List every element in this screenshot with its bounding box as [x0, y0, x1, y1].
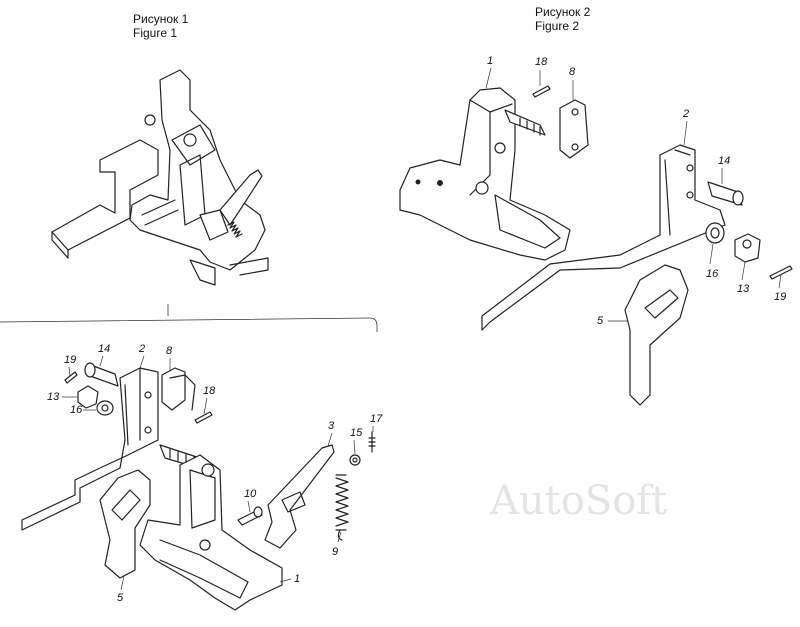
figure2-assembly	[399, 85, 793, 406]
callout-fig2-8: 8	[569, 66, 576, 78]
callout-exp-2: 2	[139, 343, 146, 355]
callout-fig2-18: 18	[535, 56, 548, 68]
figure-divider	[0, 304, 378, 332]
exploded-assembly	[21, 362, 376, 611]
callout-exp-13: 13	[47, 391, 60, 403]
callout-fig2-1: 1	[487, 55, 494, 67]
callout-fig2-14: 14	[718, 155, 731, 167]
watermark: AutoSoft	[490, 478, 668, 524]
callout-fig2-5: 5	[597, 315, 604, 327]
callout-fig2-2: 2	[683, 108, 690, 120]
callout-exp-19: 19	[64, 354, 77, 366]
callout-exp-9: 9	[332, 546, 339, 558]
callout-exp-17: 17	[370, 413, 383, 425]
figure1-caption: Рисунок 1 Figure 1	[133, 12, 188, 40]
callout-exp-3: 3	[328, 420, 335, 432]
figure2-caption-ru: Рисунок 2	[535, 5, 591, 19]
callout-fig2-19: 19	[774, 291, 787, 303]
figure1-caption-ru: Рисунок 1	[133, 12, 189, 26]
callout-exp-5: 5	[117, 592, 124, 604]
callout-exp-10: 10	[244, 488, 257, 500]
callout-exp-15: 15	[350, 427, 363, 439]
callout-exp-14: 14	[98, 343, 111, 355]
figure2-caption: Рисунок 2 Figure 2	[535, 5, 590, 33]
callout-exp-18: 18	[203, 385, 216, 397]
callout-fig2-13: 13	[737, 283, 750, 295]
callout-fig2-16: 16	[706, 268, 719, 280]
figure1-caption-en: Figure 1	[133, 26, 178, 40]
callout-exp-1: 1	[294, 573, 301, 585]
callout-exp-8: 8	[166, 345, 173, 357]
callout-exp-16: 16	[70, 404, 83, 416]
figure1-assembly	[51, 69, 269, 286]
figure2-caption-en: Figure 2	[535, 19, 580, 33]
